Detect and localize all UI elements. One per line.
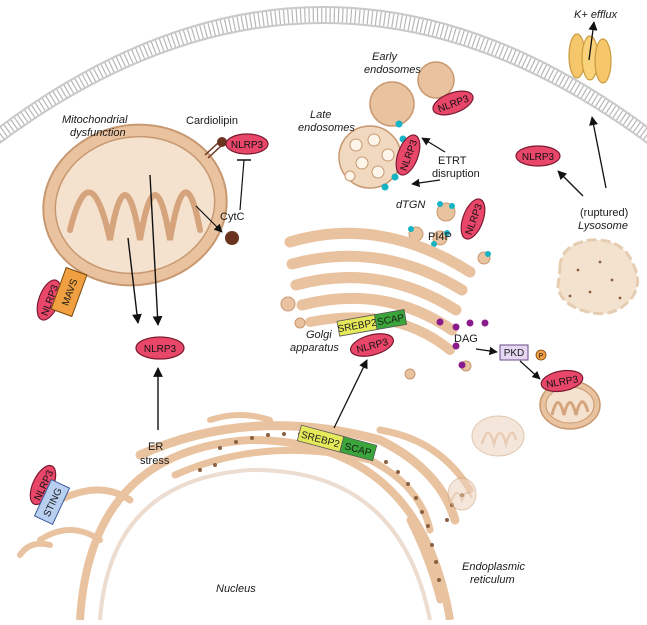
er-label-line2: reticulum: [470, 574, 515, 586]
plasma-membrane: [0, 6, 647, 145]
nucleus: [76, 435, 454, 621]
er-label-line1: Endoplasmic: [462, 561, 525, 573]
dag-label: DAG: [454, 333, 478, 345]
early-endosomes-line2: endosomes: [364, 64, 421, 76]
nlrp3-cardiolipin: NLRP3: [225, 133, 269, 155]
mitochondrion-small: [539, 380, 601, 430]
dtgn-cyan-dots: [408, 201, 491, 257]
k-efflux-label: K+ efflux: [574, 9, 618, 21]
nlrp3-golgi: NLRP3: [349, 333, 395, 357]
cytc-label: CytC: [220, 211, 245, 223]
svg-text:NLRP3: NLRP3: [231, 140, 264, 151]
nlrp3-dtgn: NLRP3: [460, 198, 486, 240]
early-endosomes: [369, 61, 455, 127]
dag-dots: [436, 318, 489, 369]
early-endosomes-line1: Early: [372, 51, 399, 63]
svg-text:PKD: PKD: [504, 348, 525, 359]
er-stress-line2: stress: [140, 455, 170, 467]
nlrp3-central: NLRP3: [135, 336, 185, 360]
mitochondrion-large: [42, 123, 228, 287]
lysosome-line2: Lysosome: [578, 220, 628, 232]
nucleus-label: Nucleus: [216, 583, 256, 595]
mitochondria-faded: [447, 415, 525, 511]
endoplasmic-reticulum: [17, 412, 474, 604]
lysosome-line1: (ruptured): [580, 207, 628, 219]
cardiolipin-label: Cardiolipin: [186, 115, 238, 127]
potassium-channel: [568, 21, 612, 84]
endosome-cyan-dots: [381, 120, 407, 191]
cardiolipin-dot: [217, 137, 227, 147]
nlrp3-sting: NLRP3 STING: [29, 464, 71, 526]
nlrp3-early-endosome: NLRP3: [432, 90, 474, 116]
nlrp3-small-mito: NLRP3: [540, 369, 584, 393]
er-stress-line1: ER: [148, 441, 163, 453]
svg-text:SCAP: SCAP: [376, 313, 405, 329]
golgi-line1: Golgi: [306, 329, 332, 341]
late-endosomes: [338, 125, 402, 189]
mito-dysfunction-line2: dysfunction: [70, 127, 126, 139]
dtgn-label: dTGN: [396, 199, 425, 211]
svg-text:P: P: [539, 353, 544, 360]
svg-text:NLRP3: NLRP3: [144, 344, 177, 355]
srebp2-scap-er: SREBP2 SCAP: [296, 424, 378, 462]
golgi-vesicles: [280, 296, 472, 380]
srebp2-scap-golgi: SREBP2 SCAP: [336, 309, 408, 337]
ruptured-lysosome: [556, 238, 640, 316]
mito-dysfunction-line1: Mitochondrial: [62, 114, 128, 126]
late-endosomes-line1: Late: [310, 109, 331, 121]
nlrp3-mavs: NLRP3 MAVS: [36, 266, 88, 321]
cytc-dot: [225, 231, 239, 245]
late-endosomes-line2: endosomes: [298, 122, 355, 134]
golgi-line2: apparatus: [290, 342, 339, 354]
pi4p-label: PI4P: [428, 231, 452, 243]
nlrp3-lysosome: NLRP3: [515, 145, 561, 167]
etrt-line2: disruption: [432, 168, 480, 180]
nlrp3-late-endosome: NLRP3: [395, 134, 421, 176]
pkd-box: PKD: [499, 344, 529, 361]
svg-text:NLRP3: NLRP3: [522, 152, 555, 163]
phosphate: P: [535, 349, 547, 361]
dtgn-vesicles: [408, 202, 491, 265]
etrt-line1: ETRT: [438, 155, 467, 167]
